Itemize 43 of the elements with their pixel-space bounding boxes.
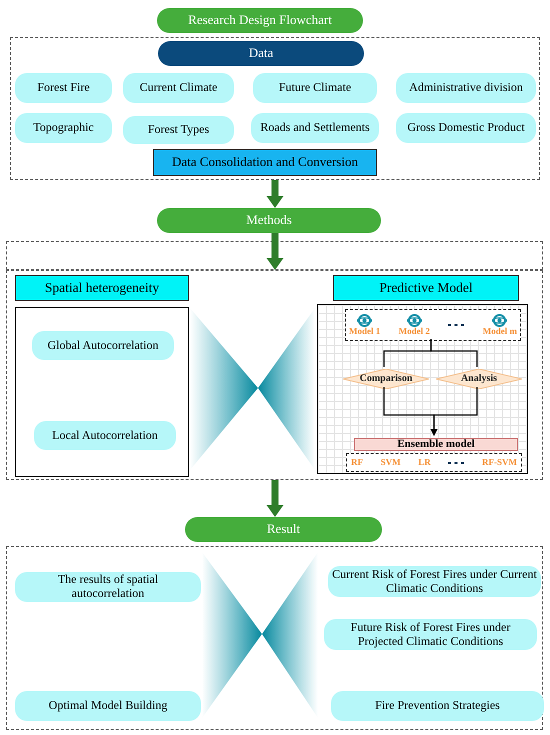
dashed-band bbox=[6, 241, 543, 270]
connector-line bbox=[430, 339, 478, 367]
data-pill: Roads and Settlements bbox=[251, 113, 379, 143]
method-pill: Global Autocorrelation bbox=[32, 331, 174, 360]
section-pill: Result bbox=[185, 517, 382, 542]
data-pill: Gross Domestic Product bbox=[396, 113, 536, 143]
model-label: Model 2 bbox=[398, 327, 430, 336]
result-pill: Fire Prevention Strategies bbox=[331, 691, 544, 721]
result-pill: Optimal Model Building bbox=[15, 691, 201, 721]
dashed-box bbox=[346, 453, 522, 472]
arrow bbox=[266, 180, 284, 208]
data-pill: Topographic bbox=[15, 113, 112, 143]
result-pill: The results of spatial autocorrelation bbox=[15, 572, 201, 602]
arrow bbox=[430, 387, 478, 436]
data-pill: Current Climate bbox=[123, 73, 234, 103]
dashed-container bbox=[10, 37, 540, 180]
algorithm-label: RF bbox=[351, 458, 363, 467]
method-pill: Local Autocorrelation bbox=[34, 421, 176, 450]
algorithm-label: SVM bbox=[380, 458, 401, 467]
algorithm-label: RF-SVM bbox=[482, 458, 517, 467]
result-pill: Current Risk of Forest Fires under Current Climatic Conditions bbox=[328, 566, 541, 597]
decision-diamond: Analysis bbox=[436, 369, 522, 389]
process-box: Ensemble model bbox=[354, 438, 518, 451]
data-pill: Administrative division bbox=[396, 73, 536, 103]
title-pill: Research Design Flowchart bbox=[157, 8, 363, 33]
arrow bbox=[266, 480, 284, 517]
algorithm-label: LR bbox=[418, 458, 431, 467]
arrow bbox=[266, 233, 284, 270]
decision-diamond: Comparison bbox=[343, 369, 429, 389]
header-box: Spatial heterogeneity bbox=[15, 275, 189, 301]
data-pill: Future Climate bbox=[253, 73, 377, 103]
process-box: Data Consolidation and Conversion bbox=[153, 149, 377, 176]
model-label: Model m bbox=[482, 327, 517, 336]
header-box: Predictive Model bbox=[333, 275, 519, 301]
dashed-box bbox=[345, 309, 521, 341]
section-pill: Data bbox=[158, 41, 364, 66]
data-pill: Forest Types bbox=[123, 116, 234, 144]
model-label: Model 1 bbox=[349, 327, 380, 336]
grid-panel bbox=[317, 304, 528, 474]
data-pill: Forest Fire bbox=[15, 73, 112, 103]
result-pill: Future Risk of Forest Fires under Projected Climatic Conditions bbox=[324, 619, 537, 650]
section-pill: Methods bbox=[157, 208, 381, 233]
panel-box bbox=[15, 307, 189, 477]
